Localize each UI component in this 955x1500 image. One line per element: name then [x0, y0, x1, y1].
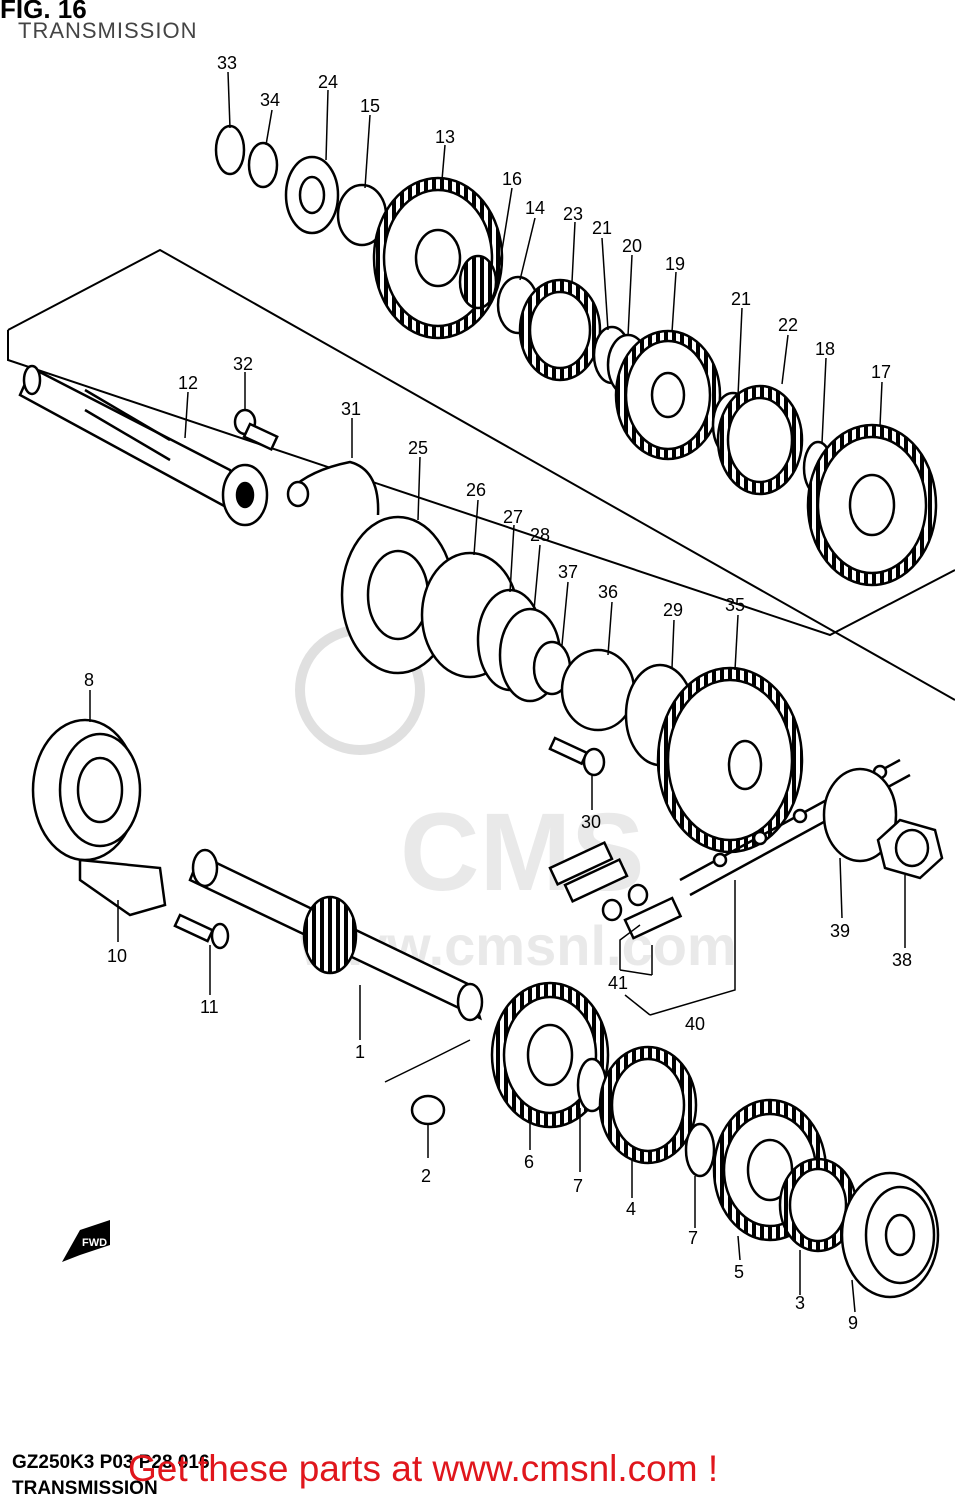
fwd-badge: FWD [82, 1237, 107, 1249]
callout-40: 40 [685, 1014, 705, 1034]
callout-16: 16 [502, 169, 522, 189]
callout-20: 20 [622, 236, 642, 256]
callout-7b: 7 [688, 1228, 698, 1248]
callout-5: 5 [734, 1262, 744, 1282]
bolt-32 [233, 408, 279, 452]
callout-27: 27 [503, 507, 523, 527]
output-seals [340, 515, 696, 767]
circlip-7b [684, 1122, 716, 1178]
callout-3: 3 [795, 1293, 805, 1313]
bearing-24-race [298, 175, 326, 215]
figure-subtitle: TRANSMISSION [18, 18, 198, 43]
bearing-9-race [884, 1213, 916, 1257]
gear-23 [528, 290, 592, 370]
callout-35: 35 [725, 595, 745, 615]
callout-10: 10 [107, 946, 127, 966]
section-name: TRANSMISSION [12, 1478, 158, 1499]
bush-2 [410, 1094, 446, 1126]
screw-11 [173, 913, 230, 950]
gear-13-hub [414, 228, 462, 288]
gear-19-hub [650, 371, 686, 419]
callout-41: 41 [608, 973, 628, 993]
mainshaft-1 [188, 848, 484, 1022]
callout-28: 28 [530, 525, 550, 545]
callout-2: 2 [421, 1166, 431, 1186]
sprocket-35 [656, 666, 804, 854]
upper-gear-train [214, 124, 938, 587]
bearing-8 [31, 718, 142, 862]
callout-7a: 7 [573, 1176, 583, 1196]
callout-12: 12 [178, 373, 198, 393]
plate-10 [78, 858, 167, 917]
callout-11: 11 [200, 997, 219, 1017]
callout-19: 19 [665, 254, 685, 274]
bolt-30 [548, 736, 606, 777]
callout-32: 32 [233, 354, 253, 374]
callout-23: 23 [563, 204, 583, 224]
leader-lines [89, 71, 906, 1313]
gear-3 [788, 1167, 848, 1243]
washer-34 [247, 141, 279, 189]
countershaft-12 [18, 364, 269, 527]
callout-21b: 21 [731, 289, 751, 309]
gear-17-hub [848, 473, 896, 537]
promo-link[interactable]: Get these parts at www.cmsnl.com ! [128, 1448, 719, 1489]
callout-21a: 21 [592, 218, 612, 238]
callout-29: 29 [663, 600, 683, 620]
callout-6: 6 [524, 1152, 534, 1172]
callout-labels: 1 2 3 4 5 6 7 7 8 9 10 11 12 13 14 15 16… [84, 53, 912, 1333]
fwd-arrow-icon: FWD [62, 1220, 110, 1262]
callout-39: 39 [830, 921, 850, 941]
figure-title: FIG. 16 [0, 0, 87, 24]
callout-9: 9 [848, 1313, 858, 1333]
washer-nut [822, 767, 944, 880]
callout-14: 14 [525, 198, 545, 218]
callout-30: 30 [581, 812, 601, 832]
gear-22 [726, 396, 794, 484]
callout-13: 13 [435, 127, 455, 147]
gear-6-hub [526, 1023, 574, 1087]
callout-33: 33 [217, 53, 237, 73]
chain-joint-41 [548, 840, 683, 940]
callout-25: 25 [408, 438, 428, 458]
countershaft-group-outline [7, 248, 955, 701]
callout-8: 8 [84, 670, 94, 690]
lower-gear-train [490, 981, 940, 1299]
callout-37: 37 [558, 562, 578, 582]
callout-1: 1 [355, 1042, 365, 1062]
diagram-reference-code: GZ250K3 P03 P28 016 [12, 1452, 210, 1473]
bush-16 [458, 254, 498, 310]
circlip-33 [214, 124, 246, 176]
callout-4: 4 [626, 1199, 636, 1219]
plate-31 [289, 460, 380, 516]
callout-18: 18 [815, 339, 835, 359]
gear-4 [610, 1057, 686, 1153]
callout-34: 34 [260, 90, 280, 110]
callout-26: 26 [466, 480, 486, 500]
callout-22: 22 [778, 315, 798, 335]
callout-36: 36 [598, 582, 618, 602]
callout-17: 17 [871, 362, 891, 382]
callout-15: 15 [360, 96, 380, 116]
callout-24: 24 [318, 72, 338, 92]
callout-31: 31 [341, 399, 361, 419]
callout-38: 38 [892, 950, 912, 970]
